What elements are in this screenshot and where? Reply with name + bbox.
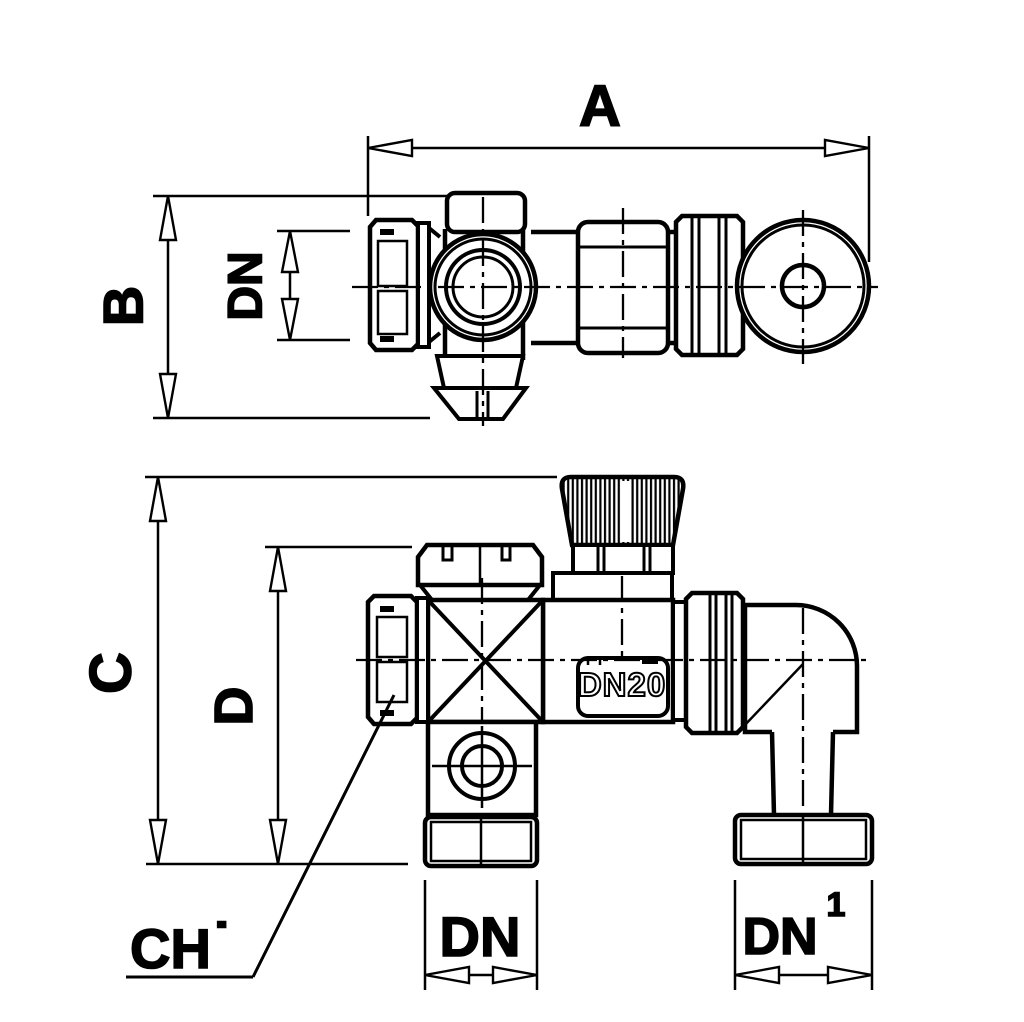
ch-leader-line — [251, 694, 396, 978]
valve-front-view-body: DN20 — [365, 474, 875, 869]
front-view: C D — [78, 474, 875, 990]
nut-tick — [380, 336, 394, 342]
front-view-centerlines — [356, 576, 872, 812]
dn20-tag — [576, 656, 670, 718]
dim-b: B — [91, 194, 447, 420]
ch-prime-mark: ˙ — [212, 912, 231, 977]
drain-neck — [434, 354, 526, 390]
dim-d-label: D — [204, 687, 264, 726]
nut-facet — [376, 239, 409, 288]
dn20-tag-label: DN20 — [578, 666, 666, 703]
cap-notches — [441, 545, 512, 562]
bonnet-shoulder — [551, 571, 674, 602]
handwheel-outline — [559, 474, 686, 548]
drain-cap — [429, 386, 530, 421]
dim-dn1-label: DN — [742, 908, 817, 966]
coupling-nut — [673, 213, 746, 358]
nut-facet — [375, 615, 409, 659]
arrowhead-right-icon — [826, 965, 873, 985]
arrowhead-right-icon — [491, 965, 538, 985]
arrowhead-up-icon — [148, 476, 168, 523]
dim-dn-bottom-label: DN — [440, 905, 521, 968]
arrowhead-down-icon — [280, 297, 300, 341]
bonnet — [571, 543, 675, 575]
arrowhead-up-icon — [158, 195, 178, 242]
handwheel-highlight — [621, 481, 630, 542]
valve-top-view-body — [367, 190, 872, 421]
arrowhead-left-icon — [367, 138, 414, 158]
nut-facet — [376, 289, 409, 336]
dim-dn1-superscript: 1 — [827, 886, 846, 924]
nut-tick — [380, 606, 394, 612]
dim-dn1: DN 1 — [733, 880, 874, 990]
cap-taper — [418, 583, 542, 602]
nut-tick — [380, 229, 394, 235]
top-view: A B DN — [91, 73, 878, 426]
dim-d: D — [203, 545, 412, 865]
nut-tick — [380, 710, 394, 716]
dim-c: C — [78, 475, 557, 866]
dim-a-label: A — [579, 74, 621, 139]
dim-b-label: B — [92, 286, 155, 326]
dim-dn-side: DN — [219, 229, 350, 342]
nut-collar — [416, 221, 431, 349]
dim-dn-bottom: DN — [423, 880, 539, 990]
arrowhead-right-icon — [823, 138, 870, 158]
dim-a: A — [366, 73, 871, 262]
dim-c-label: C — [79, 652, 144, 694]
elbow-chamfer-line — [742, 663, 804, 728]
arrowhead-down-icon — [148, 818, 168, 865]
elbow — [742, 602, 860, 735]
arrowhead-up-icon — [268, 546, 288, 593]
pipe-edge — [828, 731, 836, 816]
ch-callout: CH ˙ — [126, 694, 396, 981]
arrowhead-down-icon — [158, 372, 178, 419]
pipe-edge — [769, 731, 777, 816]
arrowhead-down-icon — [268, 818, 288, 865]
nut-taper — [427, 226, 442, 344]
arrowhead-up-icon — [280, 230, 300, 274]
side-port — [444, 190, 528, 235]
arrowhead-left-icon — [734, 965, 781, 985]
top-view-centerlines — [352, 197, 878, 426]
ch-label: CH — [130, 917, 211, 980]
arrowhead-left-icon — [424, 965, 471, 985]
dim-dn-side-label: DN — [220, 251, 273, 320]
